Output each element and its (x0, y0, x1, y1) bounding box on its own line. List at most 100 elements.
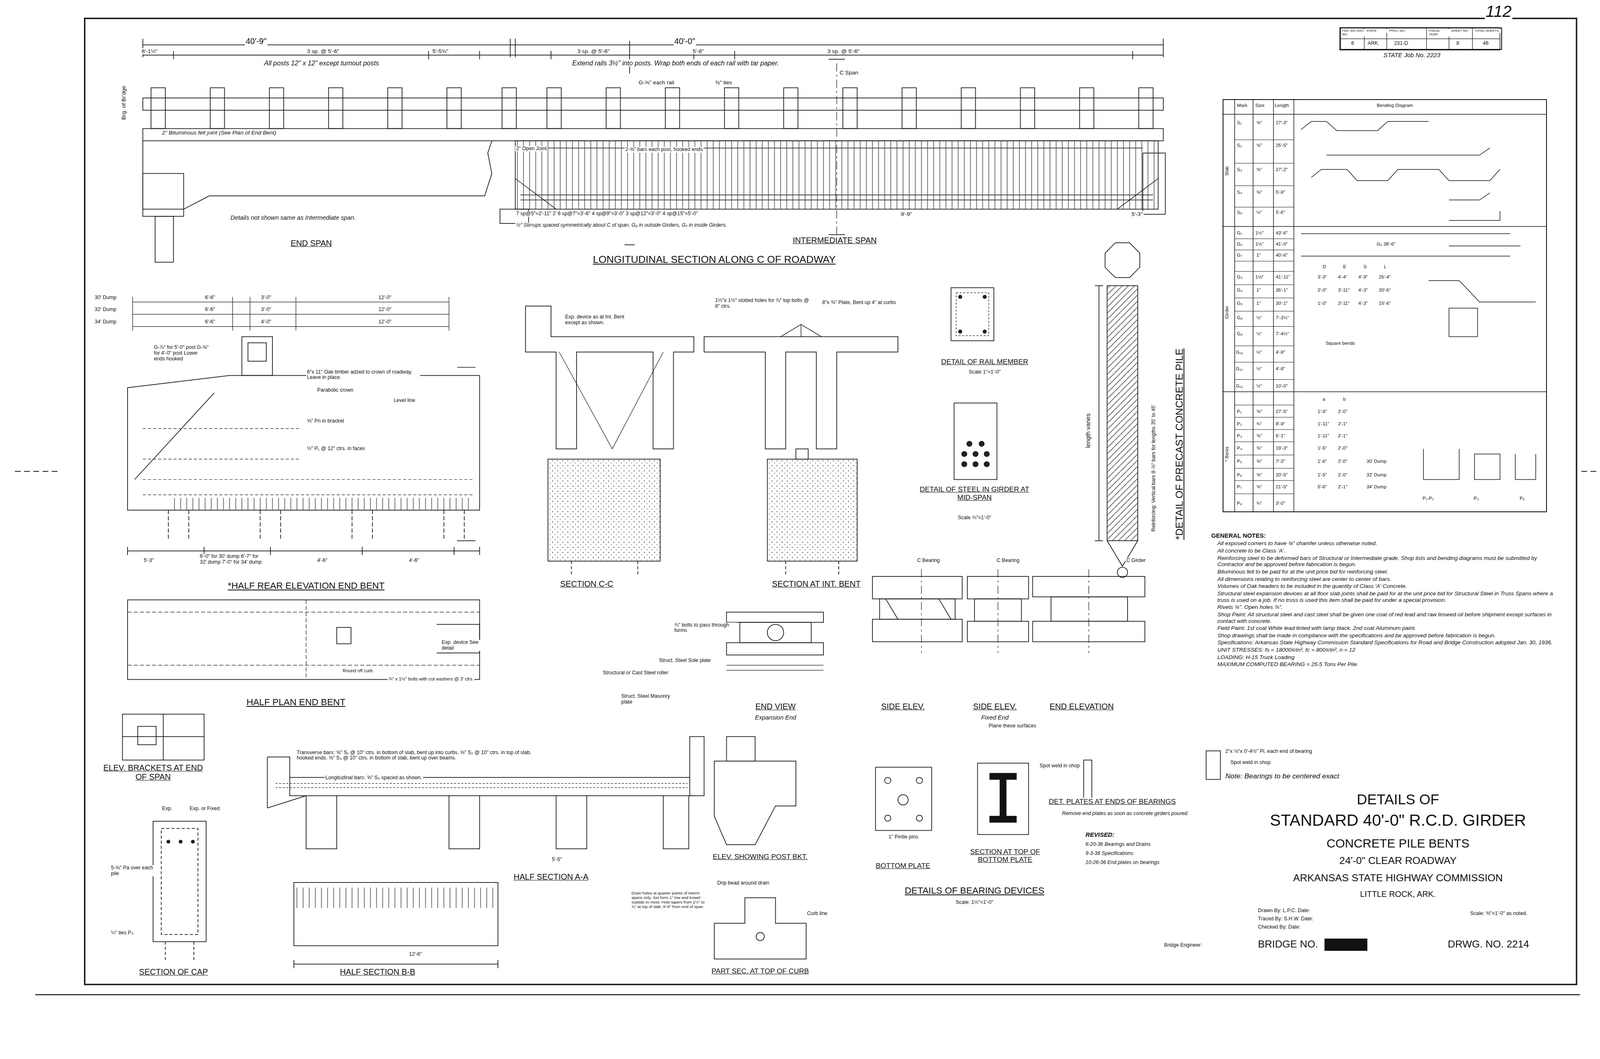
end-bent-views (166, 840, 170, 844)
drawing-label: 3'-0" (260, 306, 273, 313)
end-bent-views (191, 840, 195, 844)
cross-sections (961, 451, 967, 457)
table-cell: ⅝" (1255, 189, 1263, 196)
drawing-label: 6-20-36 Bearings and Drains (1084, 841, 1152, 848)
drawing-label: 2-⅝" bars each post, hooked ends (624, 146, 704, 153)
drawing-label: 6"x 11" Oak timber adzed to crown of roa… (306, 369, 421, 382)
drawing-label: DETAILS OF (1355, 791, 1440, 808)
cross-sections (559, 352, 664, 450)
drawing-label: 3'-0" (260, 295, 273, 301)
drawing-label: ARKANSAS STATE HIGHWAY COMMISSION (1292, 872, 1504, 884)
longitudinal-section (1142, 153, 1166, 215)
drawing-label: REVISED: (1084, 831, 1116, 839)
schedule-grid (1222, 99, 1548, 513)
schedule-grid (1423, 448, 1460, 480)
cross-sections (726, 736, 755, 762)
longitudinal-section (783, 87, 798, 129)
table-cell: 1'-11" (1317, 433, 1330, 439)
sheet-frame (15, 471, 62, 473)
table-cell: ½" (1255, 331, 1263, 337)
table-cell: Slab (1224, 166, 1230, 177)
table-cell: FISCAL YEAR (1428, 29, 1450, 37)
general-note: Structural steel expansion devices at al… (1211, 590, 1554, 604)
end-bent-views (122, 714, 205, 761)
drawing-label: PART SEC. AT TOP OF CURB (710, 967, 810, 976)
table-cell: 5'-9" (1275, 189, 1286, 196)
table-cell: P₈ (1236, 500, 1243, 507)
bearing-devices (989, 773, 1017, 823)
drawing-label: Details not shown same as Intermediate s… (229, 214, 357, 222)
table-cell: 20'-5" (1275, 472, 1289, 478)
table-cell: D (1322, 264, 1327, 270)
longitudinal-section (546, 87, 562, 129)
table-cell: b (1342, 396, 1347, 403)
cross-sections (984, 461, 990, 467)
cross-sections (966, 441, 972, 447)
drawing-label: 3 sp. @ 5'-6" (826, 48, 861, 55)
drawing-label: Reinforcing: Vertical bars 8-⅞" bars for… (1151, 404, 1157, 533)
general-note: Bituminous felt to be paid for at the un… (1211, 568, 1554, 576)
table-cell: G₄ (1236, 287, 1244, 294)
notes-heading: GENERAL NOTES: (1211, 532, 1554, 540)
table-cell: ½" (1255, 366, 1263, 372)
table-cell: 27'-2" (1275, 167, 1289, 173)
end-bent-views (168, 510, 465, 541)
drawing-label: 34' Dump (93, 319, 118, 326)
cross-sections (714, 897, 807, 960)
drawing-label: 6'-1½" (140, 48, 159, 55)
drawing-label: ¾" bolts to pass through forms (673, 622, 737, 635)
table-cell: Mark (1236, 102, 1248, 109)
drawing-label: 3 sp. @ 5'-6" (306, 48, 340, 55)
drawing-label: BRIDGE NO. (1257, 938, 1319, 951)
drawing-label: 4'-6" (316, 558, 329, 564)
table-cell: 4'-3" (1358, 287, 1369, 294)
table-cell: 231-D (1393, 40, 1409, 47)
general-note: All concrete to be Class 'A'. (1211, 547, 1554, 555)
table-cell: E (1342, 264, 1347, 270)
table-cell: G₁₁ (1235, 366, 1244, 372)
drawing-label: *DETAIL OF PRECAST CONCRETE PILE (1173, 347, 1186, 541)
drawing-label: 24'-0" CLEAR ROADWAY (1338, 855, 1458, 867)
drawing-label: Scale: ⅜"=1'-0" as noted. (1469, 911, 1543, 917)
drawing-label: END ELEVATION (1048, 702, 1115, 712)
cross-sections (780, 324, 822, 338)
cross-sections (704, 336, 898, 449)
table-cell: ⅝" (1255, 142, 1263, 149)
drawing-label: Spot weld in shop (1038, 763, 1082, 770)
drawing-label: Traced By: S.H.W. Date: (1257, 916, 1314, 923)
schedule-grid (1300, 233, 1521, 257)
table-cell: S₁ (1236, 120, 1242, 126)
table-cell: 21'-5" (1275, 484, 1289, 490)
table-cell: 7'-3" (1275, 458, 1286, 465)
table-cell: 7'-3½" (1275, 315, 1290, 321)
table-cell: ⅝" (1255, 120, 1263, 126)
table-cell: 2'-0" (1317, 287, 1328, 294)
drawing-label: 12'-0" (377, 306, 393, 313)
table-cell: P₃ (1473, 495, 1480, 502)
bearing-devices (916, 777, 923, 784)
cross-sections (306, 795, 689, 849)
cross-sections (714, 761, 796, 845)
drawing-label: Spot weld in shop (1229, 760, 1272, 766)
drawing-label: LITTLE ROCK, ARK. (1359, 889, 1437, 899)
end-bent-views (127, 546, 480, 556)
end-bent-views (122, 714, 205, 761)
schedule-grid (1448, 308, 1478, 337)
table-cell: ⅝" (1255, 484, 1263, 490)
table-cell: 6'-1" (1275, 433, 1286, 439)
table-cell: P₁-P₂ (1422, 495, 1435, 502)
drawing-label: length varies (1084, 412, 1092, 449)
end-bent-views (127, 375, 480, 511)
longitudinal-section (210, 87, 225, 129)
drawing-label: BOTTOM PLATE (874, 862, 931, 870)
table-cell: S₂ (1236, 142, 1243, 149)
drawing-label: Level line (393, 397, 417, 404)
drawing-label: SECTION OF CAP (138, 967, 209, 977)
table-cell: 1'-6" (1317, 458, 1328, 465)
table-cell: G₁ (1236, 230, 1243, 236)
drawing-label: 40'-9" (244, 36, 268, 46)
drawing-label: 5'-8" (691, 48, 705, 55)
drawing-label: SECTION AT INT. BENT (771, 579, 862, 589)
table-cell: P₃ (1236, 433, 1243, 439)
schedule-grid (1474, 454, 1500, 480)
